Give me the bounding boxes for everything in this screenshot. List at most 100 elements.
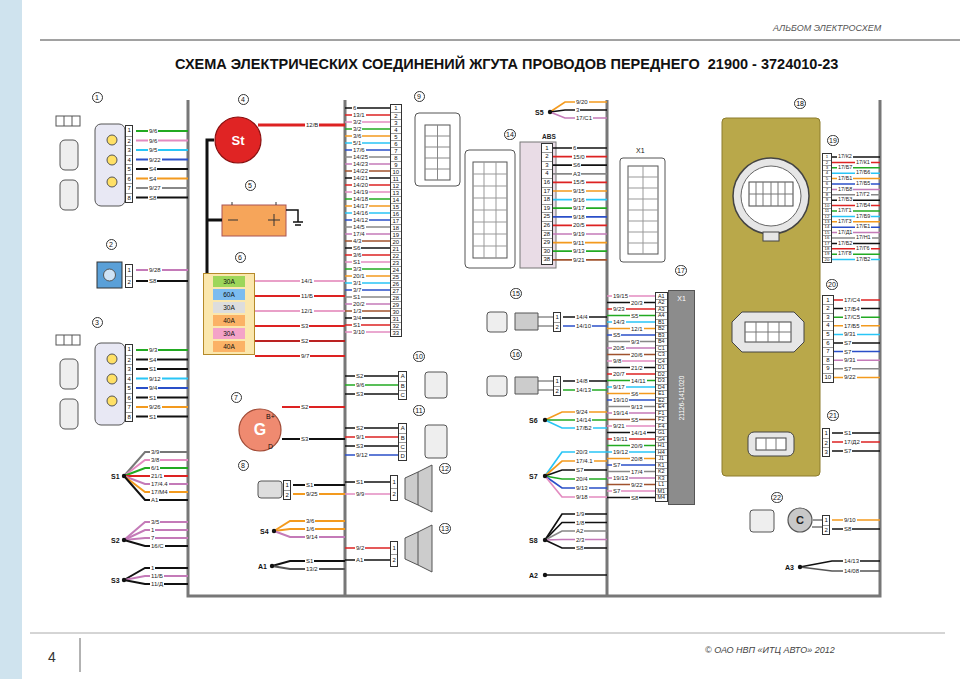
wire-label: 21/2 — [630, 365, 644, 371]
pin-number: 11 — [391, 175, 401, 182]
wire-label: 1 — [150, 565, 155, 571]
pin-number: 2 — [391, 112, 401, 119]
pin-number: 10 — [823, 373, 833, 382]
pin-label: D — [268, 443, 273, 450]
wire-label: 14/8 — [575, 378, 589, 384]
wire-label: 9/6 — [355, 382, 365, 388]
wire — [124, 568, 188, 580]
callout-number: 10 — [413, 351, 425, 362]
wire-label: S8 — [843, 526, 852, 532]
pin-number: 2 — [126, 276, 132, 287]
wire — [345, 375, 398, 377]
callout-number: 3 — [92, 317, 103, 328]
power-cable — [207, 140, 214, 273]
wire-label: S1 — [355, 479, 364, 485]
pin-number: 14 — [391, 196, 401, 203]
pin-number: 4 — [126, 155, 132, 165]
wire-label: 20/6 — [630, 352, 644, 358]
connector-panel — [741, 166, 801, 226]
wire-label: 19/15 — [612, 293, 629, 299]
wire — [124, 538, 188, 540]
pin-number: B — [399, 433, 406, 442]
wire-label: 9/10 — [843, 517, 857, 523]
pin-number: 38 — [542, 255, 552, 264]
pin-number: 1 — [823, 516, 829, 525]
wire-label: 9/21 — [572, 257, 586, 263]
wire — [136, 159, 188, 161]
page-frame — [0, 0, 22, 679]
wire-label: 19/12 — [612, 449, 629, 455]
ground-point-label: S5 — [534, 109, 545, 116]
pin-number: 22 — [391, 252, 401, 259]
wire-label: 11/Б — [300, 293, 314, 299]
pin-number: 8 — [391, 154, 401, 161]
wire-label: 9/28 — [148, 267, 162, 273]
ground-point-label: S7 — [528, 473, 539, 480]
component-symbol — [56, 113, 822, 572]
pin-number: 10 — [391, 168, 401, 175]
wire-label: 17/4 — [352, 231, 366, 237]
page-frame — [40, 40, 960, 41]
wire — [345, 436, 398, 438]
component-symbol — [56, 335, 80, 345]
pin-number: 2 — [823, 438, 829, 447]
wire-label: 9/18 — [575, 494, 589, 500]
wire-label: S3 — [355, 391, 364, 397]
pin-number: 15 — [391, 203, 401, 210]
wire-label: S1 — [305, 558, 314, 564]
pin-number: 6 — [126, 393, 132, 403]
pin-number: 24 — [391, 266, 401, 273]
pin-number: 3 — [126, 364, 132, 374]
pin-number: 7 — [823, 347, 833, 356]
component-symbol — [95, 124, 125, 206]
wire-label: S2 — [355, 373, 364, 379]
pin-number: 29 — [542, 238, 552, 247]
callout-number: 15 — [510, 288, 522, 299]
circle-outline — [788, 508, 812, 532]
pin-number: 20 — [823, 257, 831, 262]
wire — [832, 351, 880, 353]
wire-label: S1 — [843, 430, 852, 436]
wire-label: S1 — [148, 414, 157, 420]
wire-label: S8 — [148, 278, 157, 284]
pin-number: 28 — [391, 294, 401, 301]
wire-label: 17/Г8 — [837, 251, 853, 257]
callout-number: 16 — [510, 349, 522, 360]
wire-label: 17/Б4 — [855, 203, 871, 209]
wire — [136, 187, 188, 189]
connector-panel — [722, 118, 820, 476]
component-symbol — [425, 425, 447, 458]
wire-label: 17/Б6 — [855, 170, 871, 176]
wire — [136, 140, 188, 142]
part-number: 21126-1411020 — [678, 375, 685, 420]
wire-label: 19/11 — [612, 436, 629, 442]
wire-label: 9/23 — [612, 306, 626, 312]
component-symbol — [56, 116, 80, 126]
wire-label: S1 — [148, 366, 157, 372]
component-symbol — [207, 219, 222, 222]
component-letter: St — [232, 134, 245, 147]
callout-number: 19 — [827, 135, 839, 146]
pin-number: 4 — [391, 126, 401, 133]
wire-label: 17/Б9 — [855, 214, 871, 220]
wire-label: 17/6 — [352, 147, 366, 153]
connector-panel — [732, 312, 804, 352]
component-symbol — [95, 343, 125, 425]
ground-point — [272, 529, 276, 533]
wire — [832, 528, 880, 530]
wire-label: S5 — [630, 417, 639, 423]
wire-label: S7 — [843, 349, 852, 355]
wire-label: 19/13 — [612, 475, 629, 481]
pin-number: 32 — [391, 322, 401, 329]
callout-number: 12 — [439, 463, 451, 474]
component-symbol — [60, 359, 78, 389]
wire — [136, 149, 188, 151]
pin-number: 18 — [391, 224, 401, 231]
wire-label: 14/12 — [352, 217, 369, 223]
component-symbol — [473, 162, 507, 258]
wire — [136, 349, 188, 351]
wire-label: 9/13 — [630, 404, 644, 410]
pin-number: 2 — [554, 322, 560, 331]
wire-label: S6 — [630, 391, 639, 397]
